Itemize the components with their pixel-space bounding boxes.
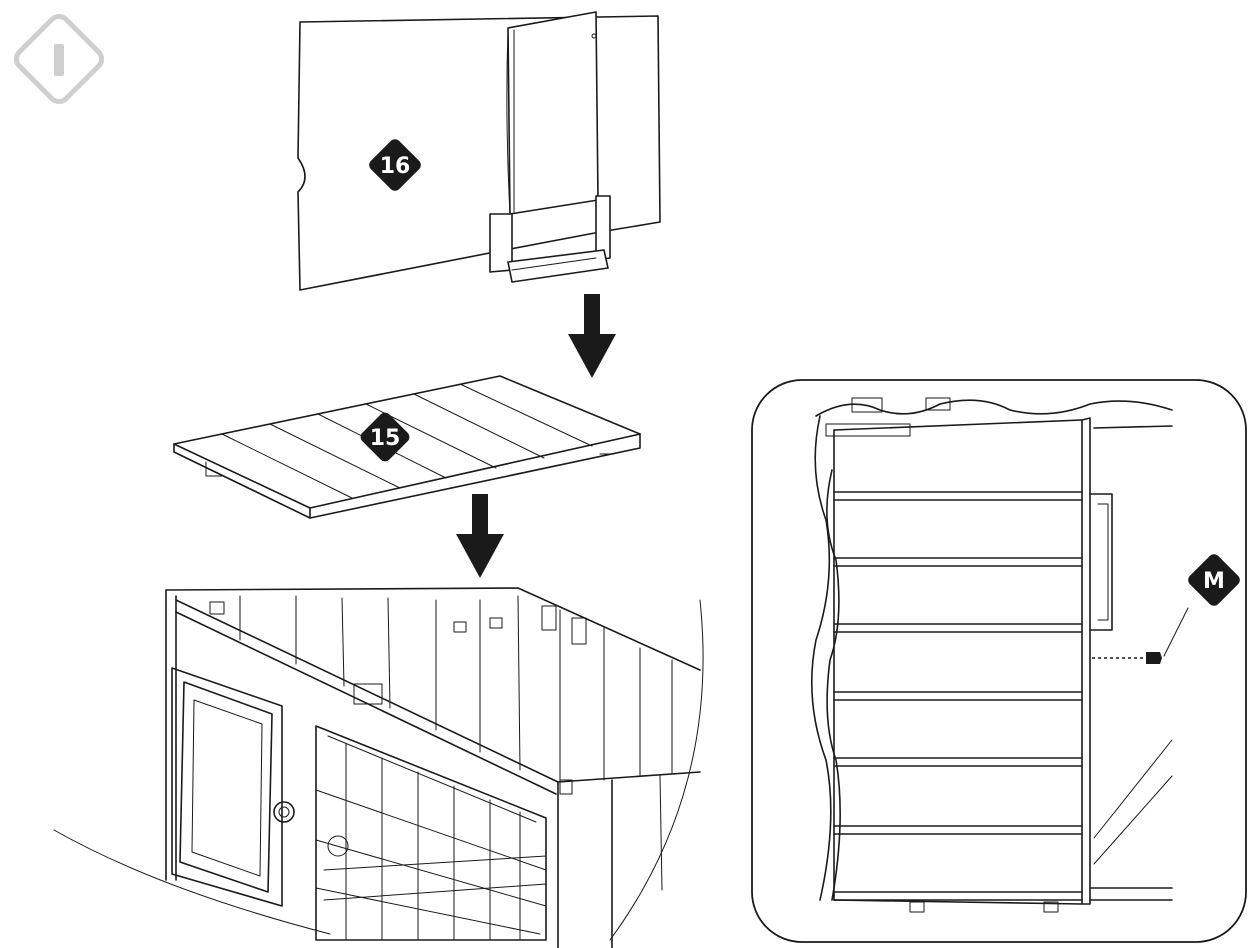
down-arrow-icon	[568, 294, 616, 378]
part-16-label: 16	[380, 154, 411, 179]
hutch-enclosure	[53, 587, 704, 948]
divider-panel	[297, 11, 661, 291]
part-15-badge: 15	[360, 412, 410, 462]
screw-m-label: M	[1203, 569, 1225, 594]
screw-m-badge: M	[1188, 554, 1240, 606]
part-15-label: 15	[370, 426, 401, 451]
detail-inset	[751, 379, 1247, 943]
step-marker-icon	[13, 13, 105, 105]
down-arrow-icon	[456, 494, 504, 578]
part-16-badge: 16	[369, 139, 421, 191]
floor-board	[173, 375, 641, 519]
